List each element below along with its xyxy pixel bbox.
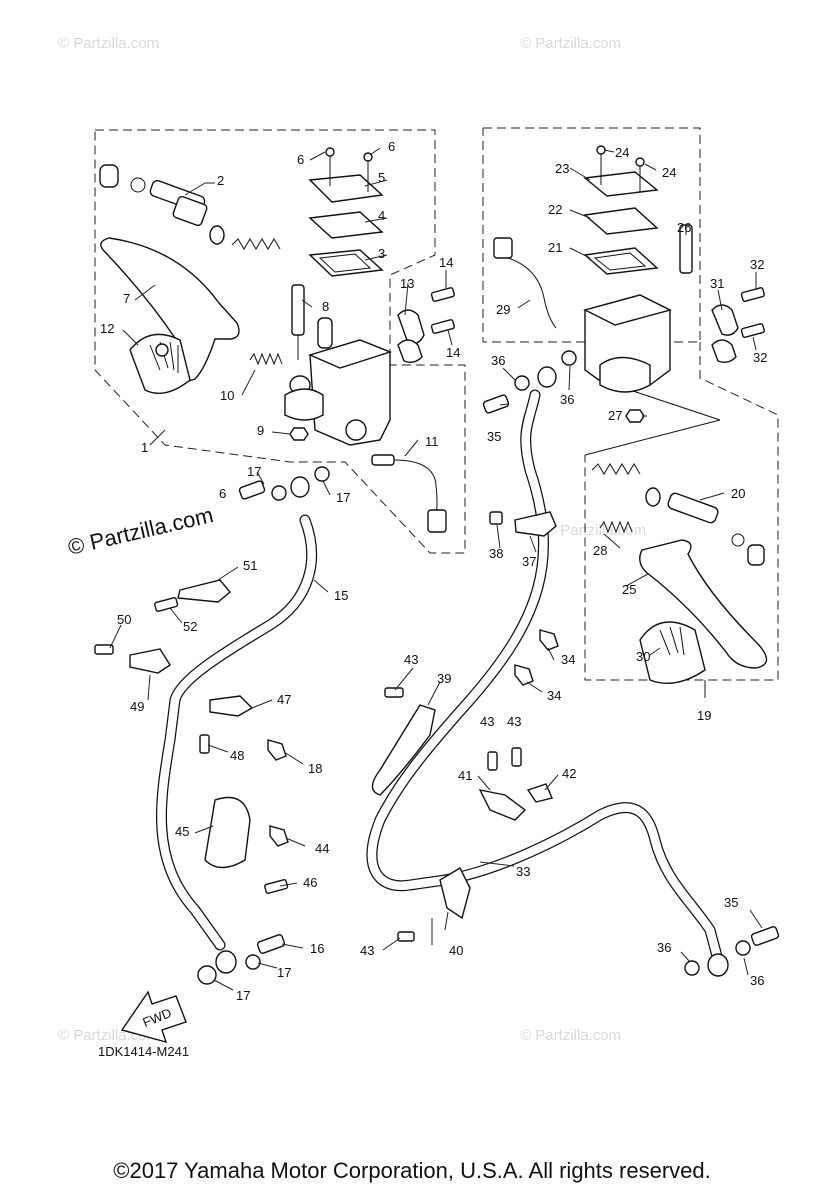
part-label-24a: 24 bbox=[615, 145, 629, 160]
part-label-43a: 43 bbox=[404, 652, 418, 667]
part-label-46: 46 bbox=[303, 875, 317, 890]
part-label-17c: 17 bbox=[277, 965, 291, 980]
part-label-32a: 32 bbox=[750, 257, 764, 272]
fwd-arrow: FWD bbox=[120, 990, 187, 1044]
part-label-35b: 35 bbox=[724, 895, 738, 910]
part-label-5: 5 bbox=[378, 170, 385, 185]
part-label-44: 44 bbox=[315, 841, 329, 856]
master-cylinder-body bbox=[284, 284, 393, 446]
reservoir-cover-stack bbox=[308, 147, 384, 277]
part-label-17d: 17 bbox=[236, 988, 250, 1003]
leader-lines bbox=[109, 147, 763, 991]
part-label-13: 13 bbox=[400, 276, 414, 291]
part-label-8: 8 bbox=[322, 299, 329, 314]
right-assembly-lower-boundary bbox=[584, 342, 779, 681]
left-brake-hose bbox=[155, 466, 330, 974]
right-master-cylinder-assembly bbox=[482, 127, 779, 684]
piston-kit bbox=[99, 164, 281, 250]
part-label-36b: 36 bbox=[560, 392, 574, 407]
left-brackets bbox=[94, 579, 289, 894]
part-label-43b: 43 bbox=[480, 714, 494, 729]
part-label-36c: 36 bbox=[657, 940, 671, 955]
part-label-24b: 24 bbox=[662, 165, 676, 180]
part-label-32b: 32 bbox=[753, 350, 767, 365]
part-label-29: 29 bbox=[496, 302, 510, 317]
part-label-52: 52 bbox=[183, 619, 197, 634]
part-label-6c: 6 bbox=[219, 486, 226, 501]
part-label-33: 33 bbox=[516, 864, 530, 879]
part-label-37: 37 bbox=[522, 554, 536, 569]
nut bbox=[289, 427, 309, 441]
part-label-41: 41 bbox=[458, 768, 472, 783]
part-label-40: 40 bbox=[449, 943, 463, 958]
part-label-43c: 43 bbox=[507, 714, 521, 729]
watermark-top-right: © Partzilla.com bbox=[520, 35, 621, 52]
part-label-39: 39 bbox=[437, 671, 451, 686]
right-brake-hose bbox=[366, 350, 780, 977]
part-label-35a: 35 bbox=[487, 429, 501, 444]
part-label-31: 31 bbox=[710, 276, 724, 291]
part-label-48: 48 bbox=[230, 748, 244, 763]
part-label-36d: 36 bbox=[750, 973, 764, 988]
part-label-6b: 6 bbox=[388, 139, 395, 154]
part-label-50: 50 bbox=[117, 612, 131, 627]
part-label-4: 4 bbox=[378, 208, 385, 223]
part-label-14a: 14 bbox=[439, 255, 453, 270]
part-label-22: 22 bbox=[548, 202, 562, 217]
part-label-34b: 34 bbox=[547, 688, 561, 703]
part-label-7: 7 bbox=[123, 291, 130, 306]
part-label-18: 18 bbox=[308, 761, 322, 776]
part-label-23: 23 bbox=[555, 161, 569, 176]
left-lower-fittings bbox=[197, 480, 286, 985]
left-assembly-boundary bbox=[94, 129, 466, 554]
part-label-9: 9 bbox=[257, 423, 264, 438]
part-label-27: 27 bbox=[608, 408, 622, 423]
part-label-2: 2 bbox=[217, 173, 224, 188]
part-label-43d: 43 bbox=[360, 943, 374, 958]
left-master-cylinder-assembly bbox=[94, 129, 466, 554]
part-label-14b: 14 bbox=[446, 345, 460, 360]
part-label-1: 1 bbox=[141, 440, 148, 455]
part-label-49: 49 bbox=[130, 699, 144, 714]
watermark-center: © Partzilla.com bbox=[545, 522, 646, 539]
part-label-11: 11 bbox=[425, 434, 439, 449]
part-label-34a: 34 bbox=[561, 652, 575, 667]
part-label-38: 38 bbox=[489, 546, 503, 561]
part-label-21: 21 bbox=[548, 240, 562, 255]
part-label-19: 19 bbox=[697, 708, 711, 723]
part-label-17b: 17 bbox=[336, 490, 350, 505]
diagram-code: 1DK1414-M241 bbox=[98, 1044, 189, 1059]
part-label-30: 30 bbox=[636, 649, 650, 664]
part-label-25: 25 bbox=[622, 582, 636, 597]
part-label-3: 3 bbox=[378, 246, 385, 261]
part-label-36a: 36 bbox=[491, 353, 505, 368]
part-label-12: 12 bbox=[100, 321, 114, 336]
holder-and-bolts bbox=[397, 287, 455, 364]
part-labels: 1 2 3 4 5 6 6 7 8 9 10 11 12 13 14 14 15… bbox=[100, 139, 767, 1003]
part-label-16: 16 bbox=[310, 941, 324, 956]
part-label-10: 10 bbox=[220, 388, 234, 403]
watermark-bold: © Partzilla.com bbox=[66, 502, 216, 560]
part-label-17a: 17 bbox=[247, 464, 261, 479]
copyright-notice: ©2017 Yamaha Motor Corporation, U.S.A. A… bbox=[113, 1158, 711, 1183]
part-label-28: 28 bbox=[593, 543, 607, 558]
lever-spring bbox=[249, 352, 283, 366]
part-label-6a: 6 bbox=[297, 152, 304, 167]
part-label-26: 26 bbox=[677, 220, 691, 235]
part-label-45: 45 bbox=[175, 824, 189, 839]
part-label-47: 47 bbox=[277, 692, 291, 707]
right-assembly-upper-boundary bbox=[482, 127, 701, 343]
part-label-15: 15 bbox=[334, 588, 348, 603]
watermark-top-left: © Partzilla.com bbox=[58, 35, 159, 52]
right-brackets bbox=[371, 511, 559, 942]
part-label-51: 51 bbox=[243, 558, 257, 573]
lever-guard bbox=[129, 333, 191, 394]
watermark-bottom-right: © Partzilla.com bbox=[520, 1027, 621, 1044]
part-label-42: 42 bbox=[562, 766, 576, 781]
part-label-20: 20 bbox=[731, 486, 745, 501]
brake-switch bbox=[371, 454, 447, 533]
